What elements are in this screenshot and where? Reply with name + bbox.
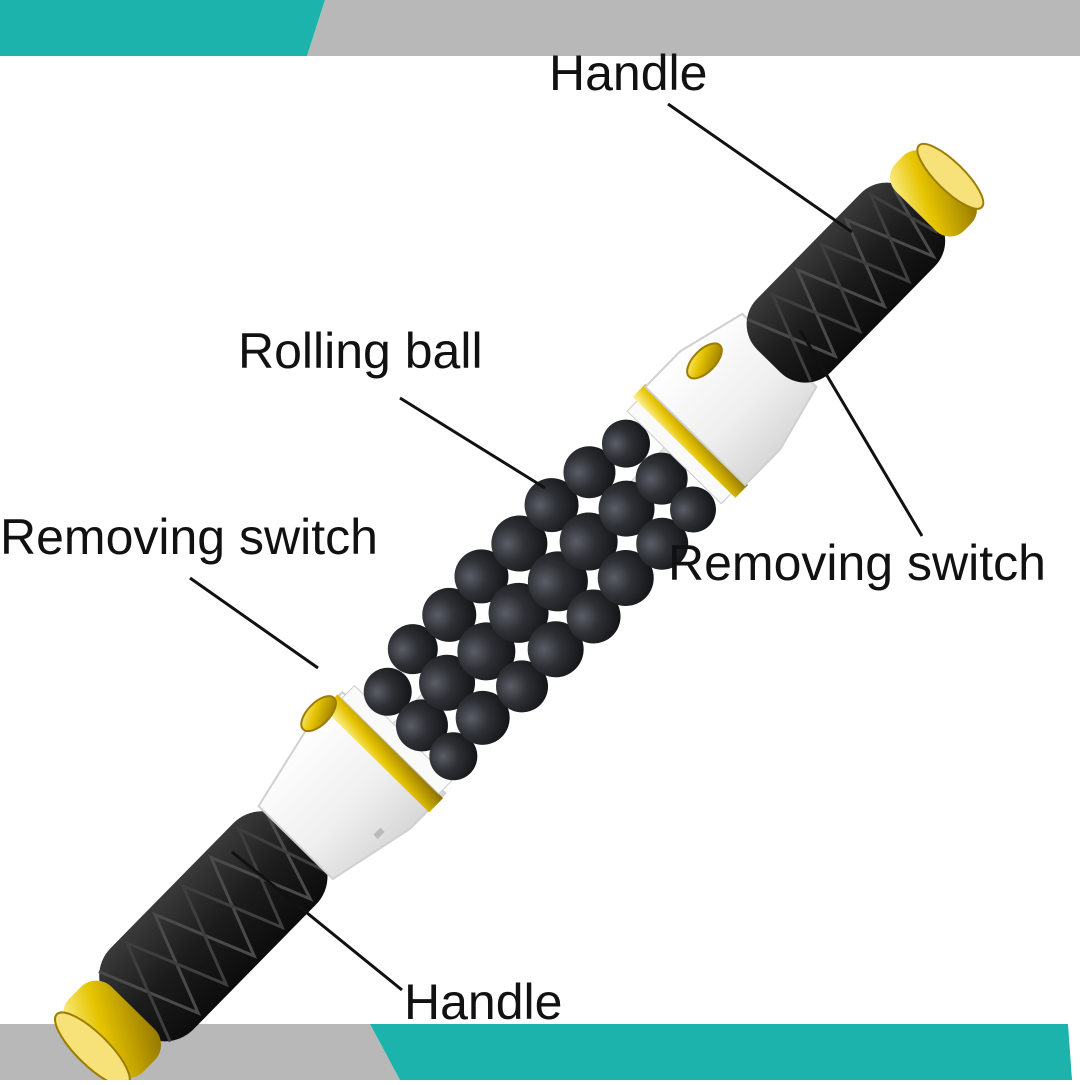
label-handle-bottom: Handle: [404, 974, 563, 1030]
removing-switch-button-icon: [300, 695, 337, 733]
label-removing-switch-left: Removing switch: [0, 509, 378, 565]
leader-line-switch-left: [189, 576, 319, 670]
top-teal-band: [0, 0, 325, 56]
lower-housing: [257, 685, 453, 881]
removing-switch-button-icon: [686, 342, 723, 380]
label-handle-top: Handle: [549, 45, 708, 101]
rolling-ball-icon: [363, 419, 717, 781]
bottom-teal-band: [370, 1024, 1072, 1080]
massage-stick: [54, 142, 985, 1085]
leader-line-handle-bottom: [231, 850, 403, 992]
leader-line-switch-right: [798, 329, 924, 537]
label-rolling-ball: Rolling ball: [238, 323, 483, 379]
gold-end-cap-icon: [890, 142, 985, 237]
leader-line-rolling-ball: [399, 396, 546, 490]
handle-grip-icon: [746, 182, 946, 383]
top-gray-band: [307, 0, 1080, 56]
label-removing-switch-right: Removing switch: [668, 535, 1046, 591]
handle-grip-icon: [98, 811, 328, 1043]
leader-line-handle-top: [667, 102, 853, 234]
